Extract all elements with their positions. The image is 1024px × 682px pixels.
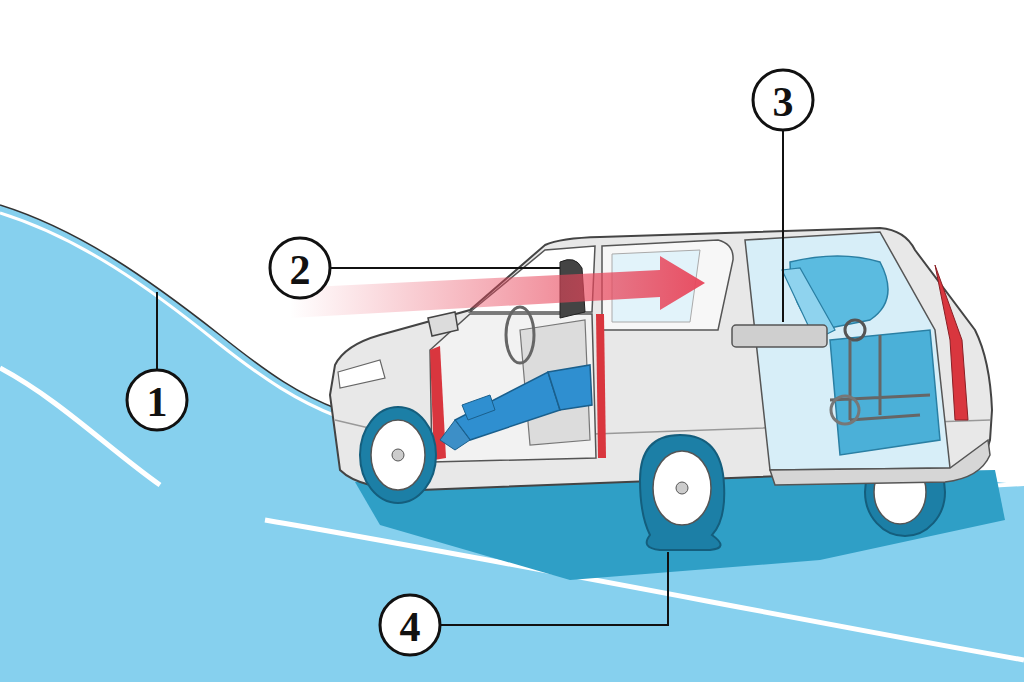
callout-number: 3 [753,72,813,132]
callout-number: 4 [380,597,440,657]
callout-number: 2 [270,240,330,300]
callout-number: 1 [127,372,187,432]
